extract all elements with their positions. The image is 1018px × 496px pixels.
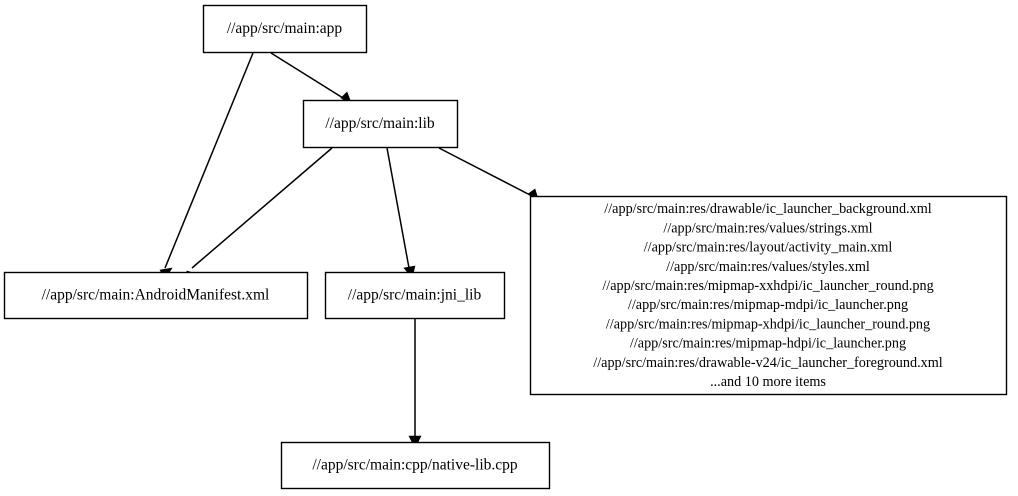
graph-edge-lib-to-res (438, 147, 540, 203)
node-label-line: //app/src/main:res/values/strings.xml (663, 220, 872, 236)
graph-node-jni_lib[interactable]: //app/src/main:jni_lib (324, 271, 506, 320)
node-box[interactable] (202, 4, 368, 54)
graph-node-res[interactable]: //app/src/main:res/drawable/ic_launcher_… (529, 195, 1008, 396)
node-label-line: ...and 10 more items (710, 374, 826, 390)
node-label-line: //app/src/main:res/layout/activity_main.… (644, 240, 893, 256)
edge-line (270, 52, 344, 99)
node-box[interactable] (3, 271, 309, 320)
edge-line (191, 147, 333, 269)
graph-edge-jni_lib-to-native_lib (408, 319, 422, 449)
node-label: //app/src/main:jni_lib (348, 287, 482, 304)
graph-node-native_lib[interactable]: //app/src/main:cpp/native-lib.cpp (280, 441, 551, 490)
graph-node-app[interactable]: //app/src/main:app (202, 4, 368, 54)
node-label-line: //app/src/main:res/drawable/ic_launcher_… (604, 201, 931, 217)
node-label-line: //app/src/main:res/mipmap-xxhdpi/ic_laun… (602, 278, 933, 294)
edge-line (164, 52, 254, 269)
node-label-line: //app/src/main:res/mipmap-xhdpi/ic_launc… (606, 316, 930, 332)
graph-node-manifest[interactable]: //app/src/main:AndroidManifest.xml (3, 271, 309, 320)
graph-edge-lib-to-jni_lib (386, 147, 416, 279)
node-label: //app/src/main:cpp/native-lib.cpp (312, 457, 518, 474)
edge-line (438, 147, 533, 197)
node-label: //app/src/main:AndroidManifest.xml (42, 287, 270, 304)
graph-edge-app-to-manifest (159, 52, 254, 280)
node-label-line: //app/src/main:res/mipmap-mdpi/ic_launch… (628, 297, 908, 313)
edges-layer (159, 52, 540, 449)
node-box[interactable] (324, 271, 506, 320)
node-label: //app/src/main:lib (325, 115, 435, 132)
node-box[interactable] (280, 441, 551, 490)
graph-node-lib[interactable]: //app/src/main:lib (302, 99, 459, 149)
node-label-line: //app/src/main:res/mipmap-hdpi/ic_launch… (630, 336, 906, 352)
node-label-line: //app/src/main:res/values/styles.xml (666, 259, 870, 275)
node-box[interactable] (529, 195, 1008, 396)
node-label-line: //app/src/main:res/drawable-v24/ic_launc… (593, 355, 943, 371)
nodes-layer: //app/src/main:app //app/src/main:lib //ap… (3, 4, 1008, 490)
node-box[interactable] (302, 99, 459, 149)
edge-line (386, 147, 410, 269)
node-label: //app/src/main:res/drawable/ic_launcher_… (593, 201, 943, 390)
graph-edge-app-to-lib (270, 52, 353, 106)
node-label: //app/src/main:app (227, 20, 343, 37)
